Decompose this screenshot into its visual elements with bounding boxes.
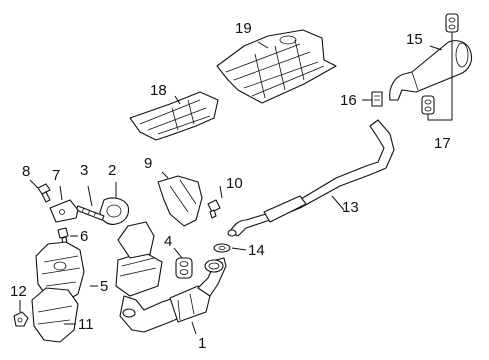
callout-12: 12 — [10, 283, 27, 300]
rubber-insulator — [175, 257, 193, 279]
callout-9: 9 — [144, 155, 152, 172]
callout-1: 1 — [198, 335, 206, 352]
leader-lines — [19, 32, 453, 335]
callout-15: 15 — [406, 31, 423, 48]
bolt-10 — [207, 199, 221, 219]
rear-muffler — [389, 40, 473, 101]
callout-14: 14 — [248, 242, 265, 259]
callout-3: 3 — [80, 162, 88, 179]
gasket — [99, 197, 130, 225]
callout-17: 17 — [434, 135, 451, 152]
callout-16: 16 — [340, 92, 357, 109]
bolt-8 — [37, 183, 51, 203]
callout-11: 11 — [78, 316, 94, 333]
lower-heat-shield — [129, 91, 219, 141]
callout-2: 2 — [108, 162, 116, 179]
callout-5: 5 — [100, 278, 108, 295]
callout-13: 13 — [342, 199, 359, 216]
callout-7: 7 — [52, 167, 60, 184]
rubber-hanger-lower — [421, 95, 435, 115]
support-bracket — [49, 199, 79, 223]
callout-labels: 19 18 15 16 17 13 14 4 1 2 3 7 8 6 5 11 … — [10, 20, 451, 352]
callout-6: 6 — [80, 228, 88, 245]
hanger-bracket — [371, 91, 383, 107]
callout-8: 8 — [22, 163, 30, 180]
nut-12 — [13, 311, 29, 327]
hanger-clip — [213, 243, 231, 253]
callout-19: 19 — [235, 20, 252, 37]
rubber-hanger-upper — [445, 13, 459, 33]
exhaust-pipe-resonator — [227, 119, 395, 237]
catalytic-converter-assembly — [115, 221, 227, 333]
callout-18: 18 — [150, 82, 167, 99]
callout-10: 10 — [226, 175, 243, 192]
converter-heat-shield — [157, 175, 203, 227]
callout-4: 4 — [164, 233, 172, 250]
upper-heat-shield — [216, 29, 337, 104]
lower-manifold-shield — [31, 287, 79, 343]
